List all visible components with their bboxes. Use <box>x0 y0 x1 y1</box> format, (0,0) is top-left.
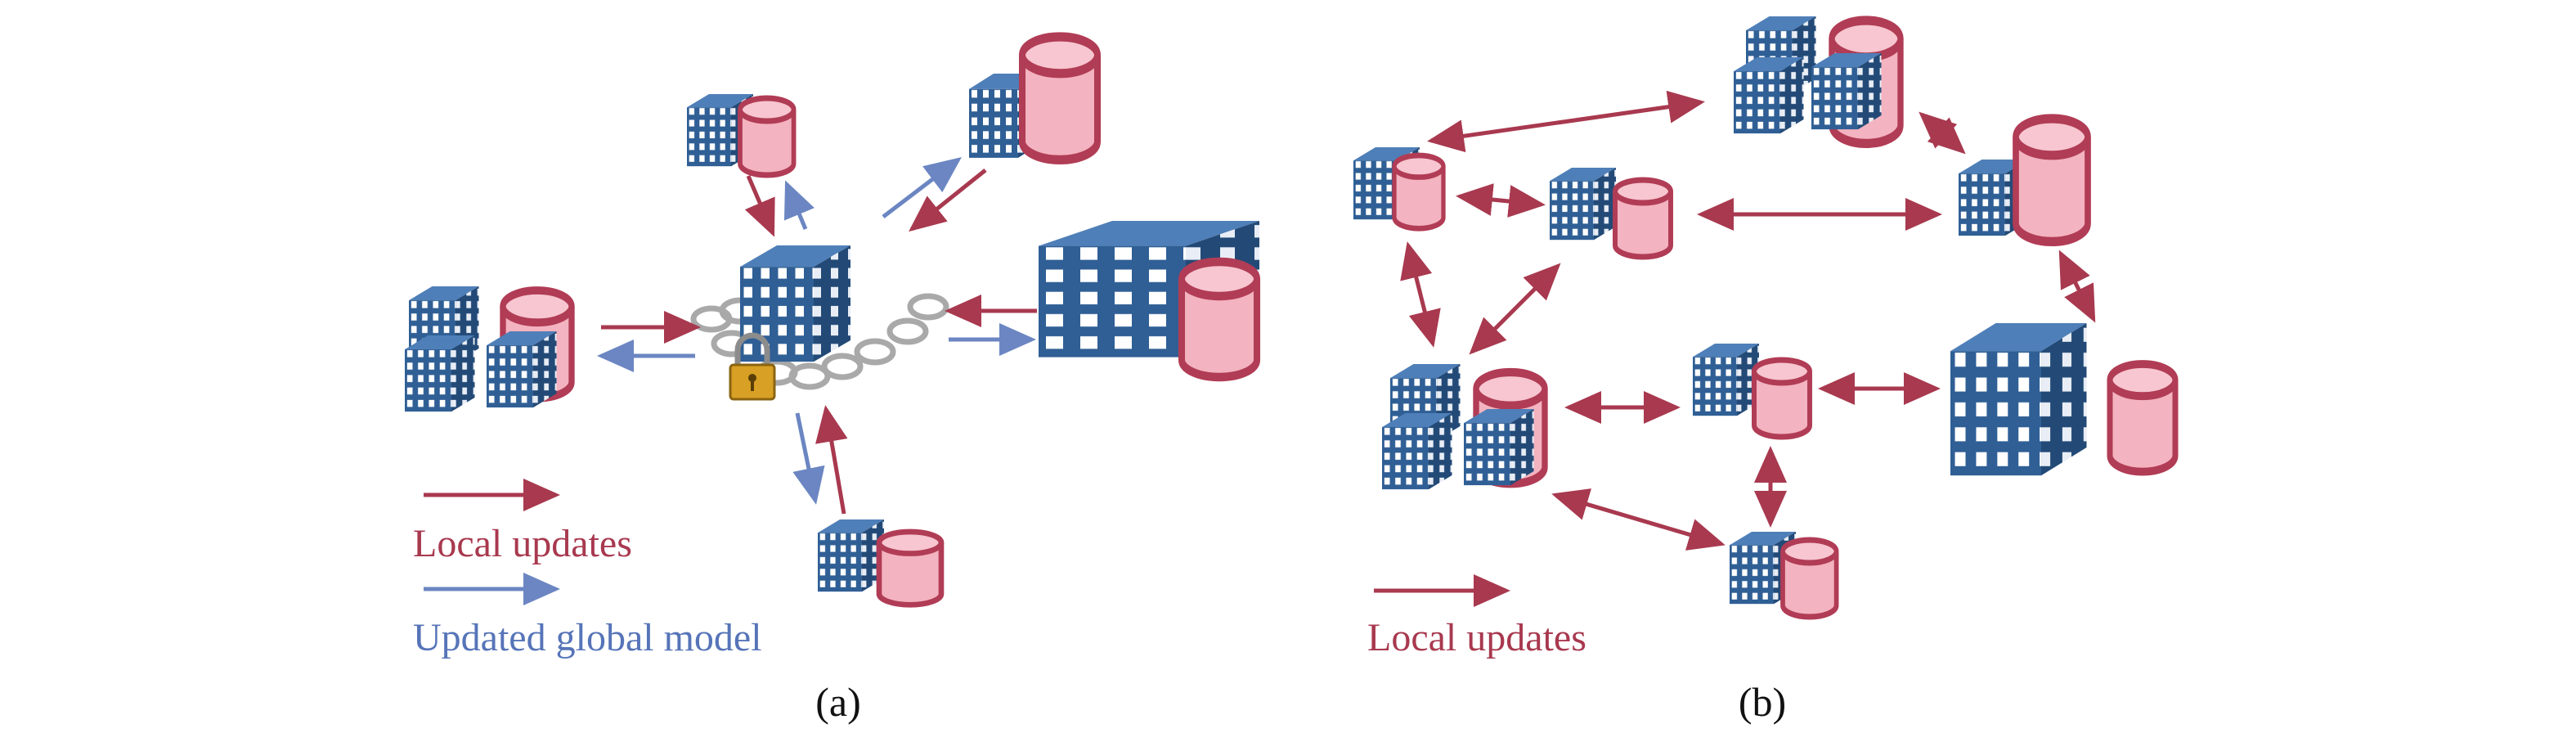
client-node-left <box>405 286 572 412</box>
global-model-arrow <box>882 156 962 218</box>
caption-panel-b: (b) <box>1739 679 1786 725</box>
client-node-bottom <box>818 519 941 605</box>
building-icon <box>1693 344 1759 416</box>
database-icon <box>2016 119 2088 241</box>
building-icon <box>1734 57 1804 134</box>
building-icon <box>1464 409 1534 486</box>
database-icon <box>1783 540 1837 617</box>
building-icon <box>818 519 884 592</box>
peer-update-arrow <box>1919 111 1966 155</box>
panel-b: Local updates (b) <box>1353 16 2175 725</box>
global-model-arrow <box>792 412 825 505</box>
panel-a: Local updates Updated global model (a) <box>405 37 1259 725</box>
database-icon <box>1754 360 1810 437</box>
legend-panel-b: Local updates <box>1367 574 1586 659</box>
global-model-arrow <box>783 180 815 230</box>
central-server-node <box>690 245 949 401</box>
building-icon <box>1550 168 1616 241</box>
database-icon <box>1022 37 1097 160</box>
building-icon <box>1811 53 1882 130</box>
database-icon <box>879 532 941 605</box>
arrows-panel-b <box>1400 90 2096 551</box>
legend-local-label: Local updates <box>1367 616 1586 659</box>
local-update-arrow <box>909 169 987 232</box>
building-icon <box>405 335 475 412</box>
caption-panel-a: (a) <box>815 679 861 725</box>
building-icon <box>1950 323 2087 476</box>
peer-node-bottom-right <box>1950 323 2175 475</box>
client-node-top-right <box>969 37 1097 160</box>
peer-node-left <box>1353 147 1443 228</box>
building-icon <box>487 331 557 408</box>
peer-update-arrow <box>2058 250 2096 323</box>
peer-node-right <box>1959 119 2088 241</box>
arrows-panel-a <box>597 156 1037 515</box>
peer-node-bottom-left <box>1382 364 1545 490</box>
database-icon <box>740 98 794 175</box>
padlock-icon <box>729 332 776 401</box>
peer-update-arrow <box>1551 488 1726 551</box>
database-icon <box>2110 364 2175 472</box>
database-icon <box>1182 262 1257 377</box>
local-update-arrow <box>815 405 848 515</box>
peer-update-arrow <box>1400 241 1441 348</box>
building-icon <box>740 245 850 362</box>
client-node-top-left <box>687 94 794 175</box>
peer-node-top-center <box>1734 16 1901 143</box>
peer-update-arrow <box>1427 90 1705 153</box>
client-node-right <box>1039 221 1259 377</box>
building-icon <box>1382 413 1452 490</box>
peer-node-bottom <box>1730 532 1837 617</box>
database-icon <box>1394 155 1443 228</box>
local-update-arrow <box>744 175 775 237</box>
legend-local-label: Local updates <box>413 522 632 565</box>
peer-update-arrow <box>1469 263 1561 355</box>
database-icon <box>1615 180 1671 257</box>
legend-panel-a: Local updates Updated global model <box>413 479 762 659</box>
legend-global-label: Updated global model <box>413 616 762 659</box>
peer-node-center <box>1693 344 1810 437</box>
peer-node-center-left <box>1550 168 1671 257</box>
peer-update-arrow <box>1456 183 1546 218</box>
